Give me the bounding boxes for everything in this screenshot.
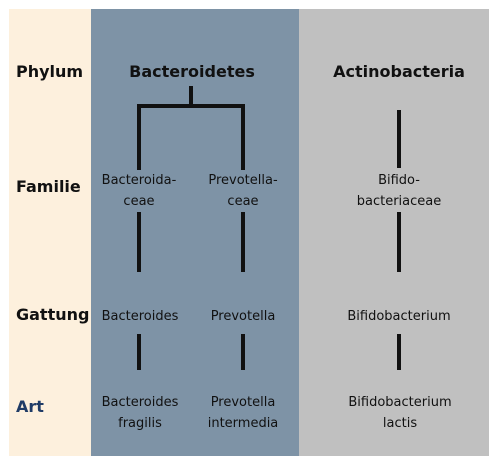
species-bacteroides-fragilis: Bacteroides fragilis (101, 395, 179, 431)
connector-phylum-stem (189, 86, 193, 106)
bacteroidetes-column (91, 9, 299, 456)
family-bifidobacteriaceae: Bifido- bacteriaceae (356, 173, 442, 209)
genus-bifidobacterium: Bifidobacterium (347, 309, 451, 324)
species-bifidobacterium-lactis: Bifidobacterium lactis (348, 395, 452, 431)
family-bacteroidaceae: Bacteroida- ceae (101, 173, 177, 209)
connector-to-prevotellaceae (241, 104, 245, 170)
connector-prevotella-intermedia (241, 334, 245, 370)
connector-bacteroides-fragilis (137, 334, 141, 370)
rank-familie-label: Familie (16, 177, 81, 196)
phylum-actinobacteria: Actinobacteria (333, 62, 465, 81)
phylum-bacteroidetes: Bacteroidetes (129, 62, 255, 81)
connector-to-bacteroidaceae (137, 104, 141, 170)
connector-bifidobacteriaceae-bifidobacterium (397, 212, 401, 272)
genus-prevotella: Prevotella (210, 309, 276, 324)
connector-prevotellaceae-prevotella (241, 212, 245, 272)
rank-gattung-label: Gattung (16, 305, 90, 324)
family-prevotellaceae: Prevotella- ceae (208, 173, 278, 209)
species-prevotella-intermedia: Prevotella intermedia (207, 395, 279, 431)
connector-branch-bar (137, 104, 245, 108)
actinobacteria-column (299, 9, 489, 456)
rank-label-column (9, 9, 91, 456)
genus-bacteroides: Bacteroides (101, 309, 179, 324)
connector-phylum-bifidobacteriaceae (397, 110, 401, 168)
connector-bifidobacterium-lactis (397, 334, 401, 370)
rank-art-label: Art (16, 397, 44, 416)
rank-phylum-label: Phylum (16, 62, 84, 81)
connector-bacteroidaceae-bacteroides (137, 212, 141, 272)
